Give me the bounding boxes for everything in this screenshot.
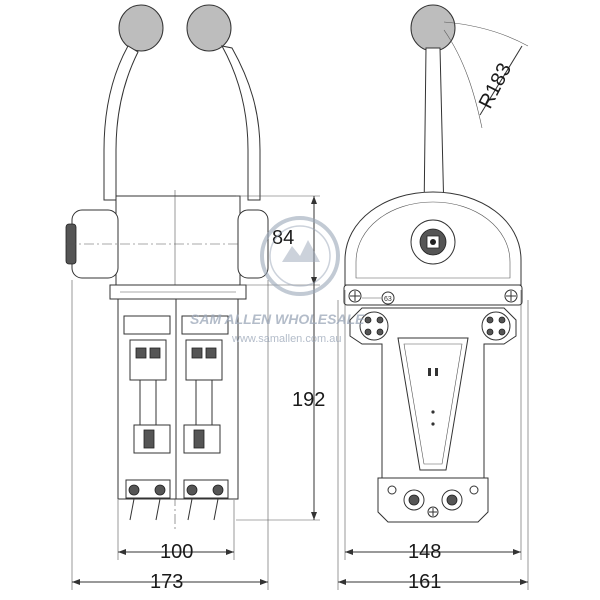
part-ref-label: 63 [384,296,392,303]
dimension-84-label: 84 [272,227,294,249]
right-mechanism [181,315,229,521]
dimension-100-label: 100 [160,541,193,563]
left-rosette [359,311,389,341]
dimension-192: 192 [292,285,325,520]
side-lower-block [377,477,489,523]
front-view [65,4,320,590]
dimension-192-label: 192 [292,389,325,411]
dimension-148: 148 [345,541,521,563]
dimension-173: 173 [72,571,268,593]
right-knob [186,4,232,52]
left-knob [118,4,164,52]
dimension-161-label: 161 [408,571,441,593]
dimension-148-label: 148 [408,541,441,563]
watermark-logo [260,216,340,296]
dimension-100: 100 [118,541,234,563]
watermark: SAM ALLEN WHOLESALE www.samallen.com.au [190,216,365,345]
right-lever-arm [221,45,261,201]
watermark-url: www.samallen.com.au [231,333,341,345]
left-mechanism [123,315,171,521]
dimension-r183-label: R183 [475,60,516,113]
dimension-173-label: 173 [150,571,183,593]
side-base-bar [343,284,523,306]
side-knob [410,4,456,52]
front-housing [115,195,241,286]
left-lever-arm [103,45,139,201]
right-rosette [481,311,511,341]
watermark-brand: SAM ALLEN WHOLESALE [190,311,365,327]
side-view: 63 [337,4,529,590]
dimension-84: 84 [272,196,317,285]
side-lever [423,47,445,216]
dimension-161: 161 [338,571,528,593]
dimension-r183: R183 [443,21,529,129]
